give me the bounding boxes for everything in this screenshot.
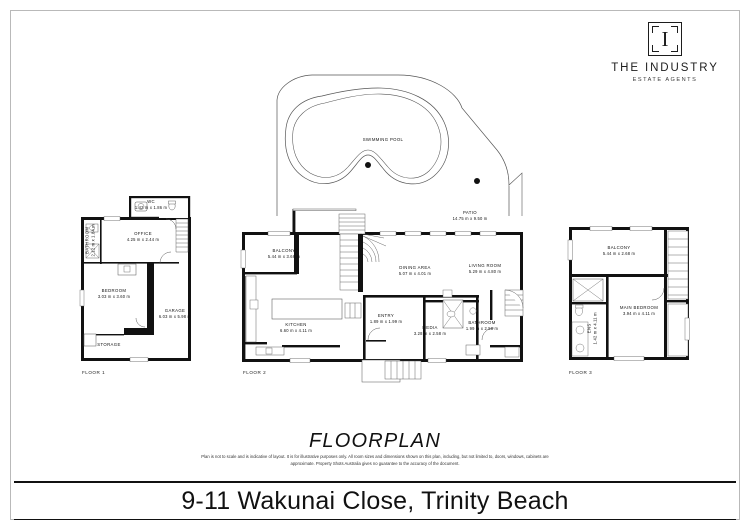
room-label-media: MEDIA 3.28 m x 2.58 m — [413, 325, 447, 337]
agency-logo-icon: I — [648, 22, 682, 56]
room-label-storage: STORAGE — [97, 342, 121, 347]
room-label-bathroom-f2: BATHROOM 1.99 m x 2.58 m — [465, 320, 499, 332]
floorplan-heading: FLOORPLAN — [309, 430, 441, 452]
floor-tag-3: FLOOR 3 — [569, 370, 593, 375]
room-label-swimming-pool: SWIMMING POOL — [362, 137, 404, 142]
floor1-walls — [79, 196, 191, 362]
room-label-main-bedroom: MAIN BEDROOM 3.94 m x 4.11 m — [619, 305, 659, 317]
logo-monogram: I — [661, 27, 669, 51]
floorplan-disclaimer: Plan is not to scale and is indicative o… — [201, 454, 549, 467]
address-rule-top — [14, 481, 736, 483]
agency-subtitle: ESTATE AGENTS — [632, 77, 698, 83]
room-label-balcony-f2: BALCONY 5.44 m x 3.66 m — [267, 248, 301, 260]
floor-tag-2: FLOOR 2 — [243, 370, 267, 375]
room-label-bathroom-f1: BATHROOM 2.12 m x 1.84 m — [84, 224, 97, 257]
room-label-ensuite: ENS 1.42 m x 4.11 m — [586, 312, 599, 345]
property-address: 9-11 Wakunai Close, Trinity Beach — [181, 486, 569, 515]
address-rule-bottom — [14, 518, 736, 520]
floor-tag-1: FLOOR 1 — [82, 370, 106, 375]
room-label-kitchen: KITCHEN 6.60 m x 4.11 m — [279, 322, 313, 334]
floor3-walls — [567, 226, 690, 361]
room-label-patio: PATIO 14.75 m x 9.50 m — [452, 210, 488, 222]
room-label-wc: WC 1.42 m x 1.86 m — [134, 199, 168, 211]
pool-and-patio — [276, 74, 523, 216]
agency-name: THE INDUSTRY — [611, 62, 719, 74]
room-label-entry: ENTRY 1.89 m x 1.99 m — [369, 313, 403, 325]
address-block: 9-11 Wakunai Close, Trinity Beach — [14, 481, 736, 520]
room-label-dining-area: DINING AREA 5.07 m x 4.01 m — [398, 265, 432, 277]
room-label-office: OFFICE 4.25 m x 2.44 m — [126, 231, 160, 243]
agency-branding: I THE INDUSTRY ESTATE AGENTS — [600, 22, 730, 83]
room-label-living-room: LIVING ROOM 5.29 m x 4.80 m — [468, 263, 502, 275]
room-label-garage: GARAGE 6.03 m x 5.98 m — [158, 308, 192, 320]
floor2-walls — [240, 208, 524, 383]
room-label-balcony-f3: BALCONY 5.44 m x 2.68 m — [602, 245, 636, 257]
room-label-bedroom-f1: BEDROOM 3.03 m x 3.60 m — [97, 288, 131, 300]
